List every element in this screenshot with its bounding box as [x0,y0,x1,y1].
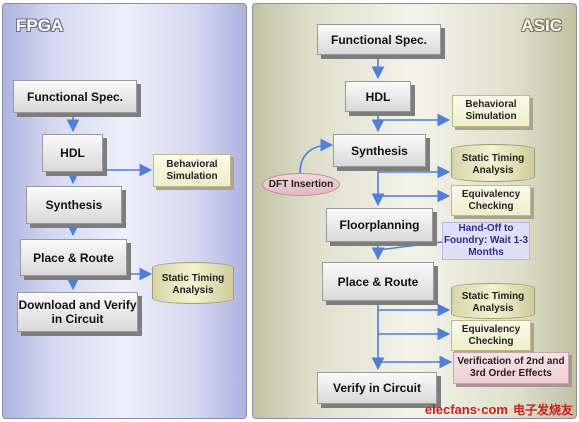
fpga-step-download-verify: Download and Verify in Circuit [17,292,138,332]
asic-step-floorplanning: Floorplanning [326,208,433,242]
asic-static-timing-analysis-1: Static Timing Analysis [451,144,535,182]
asic-dft-insertion: DFT Insertion [262,173,340,196]
asic-equivalency-checking-2: Equivalency Checking [451,320,531,351]
fpga-step-hdl: HDL [42,134,103,172]
asic-equivalency-checking-1: Equivalency Checking [451,185,531,216]
fpga-behavioral-simulation: Behavioral Simulation [153,154,231,187]
asic-step-hdl: HDL [345,81,411,112]
asic-behavioral-simulation: Behavioral Simulation [452,95,530,127]
asic-step-place-route: Place & Route [322,262,434,301]
watermark-site: elecfans·com [424,402,508,417]
asic-verification-2nd-3rd: Verification of 2nd and 3rd Order Effect… [453,352,569,384]
asic-handoff-foundry: Hand-Off to Foundry: Wait 1-3 Months [442,222,530,260]
asic-step-verify-in-circuit: Verify in Circuit [317,372,437,404]
fpga-step-functional-spec: Functional Spec. [13,80,137,113]
fpga-static-timing-analysis: Static Timing Analysis [152,262,234,304]
watermark-cn: 电子发烧友 [512,403,573,417]
fpga-step-place-route: Place & Route [20,239,127,276]
asic-arrow-handoff [377,241,443,251]
asic-static-timing-analysis-2: Static Timing Analysis [451,283,535,319]
asic-title: ASIC [521,16,562,35]
watermark: elecfans·com 电子发烧友 [425,401,573,418]
asic-step-functional-spec: Functional Spec. [317,24,441,55]
asic-step-synthesis: Synthesis [333,134,426,167]
asic-arrow-dft [299,138,334,174]
fpga-title: FPGA [16,16,64,35]
fpga-step-synthesis: Synthesis [26,186,122,224]
